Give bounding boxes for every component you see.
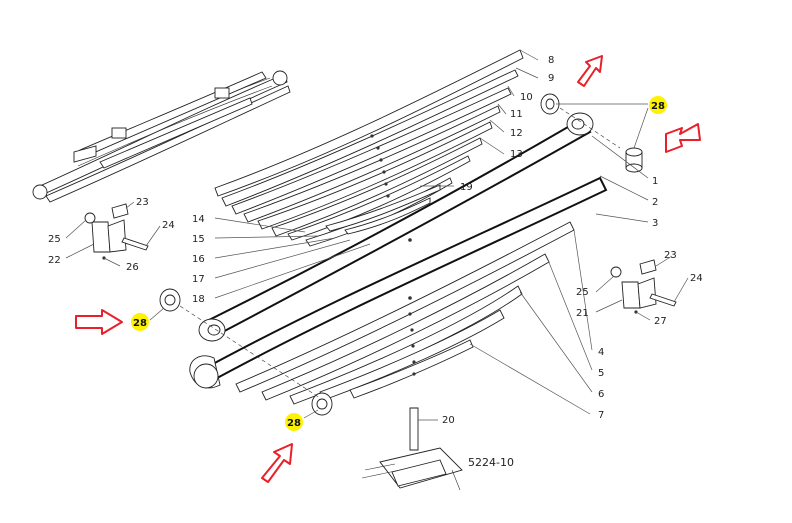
callout-25-right: 25 bbox=[576, 287, 589, 298]
red-arrow-top bbox=[577, 55, 603, 87]
callout-7: 7 bbox=[598, 410, 604, 421]
highlight-marker-bottom: 28 bbox=[285, 413, 303, 431]
lower-leaf-stack bbox=[235, 221, 575, 405]
callout-11: 11 bbox=[510, 109, 523, 120]
callout-20: 20 bbox=[442, 415, 455, 426]
shackle-left bbox=[84, 203, 149, 260]
callout-19: 19 bbox=[460, 182, 473, 193]
callout-16: 16 bbox=[192, 254, 205, 265]
callouts: 8 9 10 11 12 13 19 14 15 16 17 18 1 2 3 … bbox=[48, 55, 703, 469]
shackle-right bbox=[610, 259, 677, 314]
callout-26: 26 bbox=[126, 262, 139, 273]
callout-9: 9 bbox=[548, 73, 554, 84]
callout-17: 17 bbox=[192, 274, 205, 285]
highlight-label-left: 28 bbox=[133, 318, 147, 329]
callout-21: 21 bbox=[576, 308, 589, 319]
callout-23-left: 23 bbox=[136, 197, 149, 208]
bushing-28-left bbox=[159, 288, 181, 312]
assembled-spring-thumbnail bbox=[32, 70, 291, 203]
bushing-28-bottom bbox=[311, 392, 333, 416]
u-bolt-seat bbox=[361, 407, 463, 491]
callout-23-right: 23 bbox=[664, 250, 677, 261]
callout-25-left: 25 bbox=[48, 234, 61, 245]
callout-6: 6 bbox=[598, 389, 604, 400]
highlight-label-bottom: 28 bbox=[287, 418, 301, 429]
callout-22: 22 bbox=[48, 255, 61, 266]
callout-1: 1 bbox=[652, 176, 658, 187]
main-leaf-3 bbox=[189, 176, 608, 389]
leader-lines bbox=[65, 49, 689, 421]
highlight-marker-left: 28 bbox=[131, 313, 149, 331]
highlight-marker-top: 28 bbox=[649, 96, 667, 114]
red-arrow-left bbox=[75, 309, 123, 335]
callout-15: 15 bbox=[192, 234, 205, 245]
bushing-28-right bbox=[625, 147, 643, 173]
callout-3: 3 bbox=[652, 218, 658, 229]
callout-10: 10 bbox=[520, 92, 533, 103]
red-arrow-bottom bbox=[261, 443, 293, 483]
highlight-label-top: 28 bbox=[651, 101, 665, 112]
red-arrow-right bbox=[665, 123, 701, 153]
callout-14: 14 bbox=[192, 214, 205, 225]
callout-4: 4 bbox=[598, 347, 604, 358]
callout-24-left: 24 bbox=[162, 220, 175, 231]
callout-12: 12 bbox=[510, 128, 523, 139]
callout-24-right: 24 bbox=[690, 273, 703, 284]
callout-2: 2 bbox=[652, 197, 658, 208]
callout-27: 27 bbox=[654, 316, 667, 327]
figure-reference: 5224-10 bbox=[468, 456, 514, 469]
upper-leaf-stack bbox=[214, 49, 524, 247]
callout-8: 8 bbox=[548, 55, 554, 66]
callout-18: 18 bbox=[192, 294, 205, 305]
callout-5: 5 bbox=[598, 368, 604, 379]
callout-13: 13 bbox=[510, 149, 523, 160]
